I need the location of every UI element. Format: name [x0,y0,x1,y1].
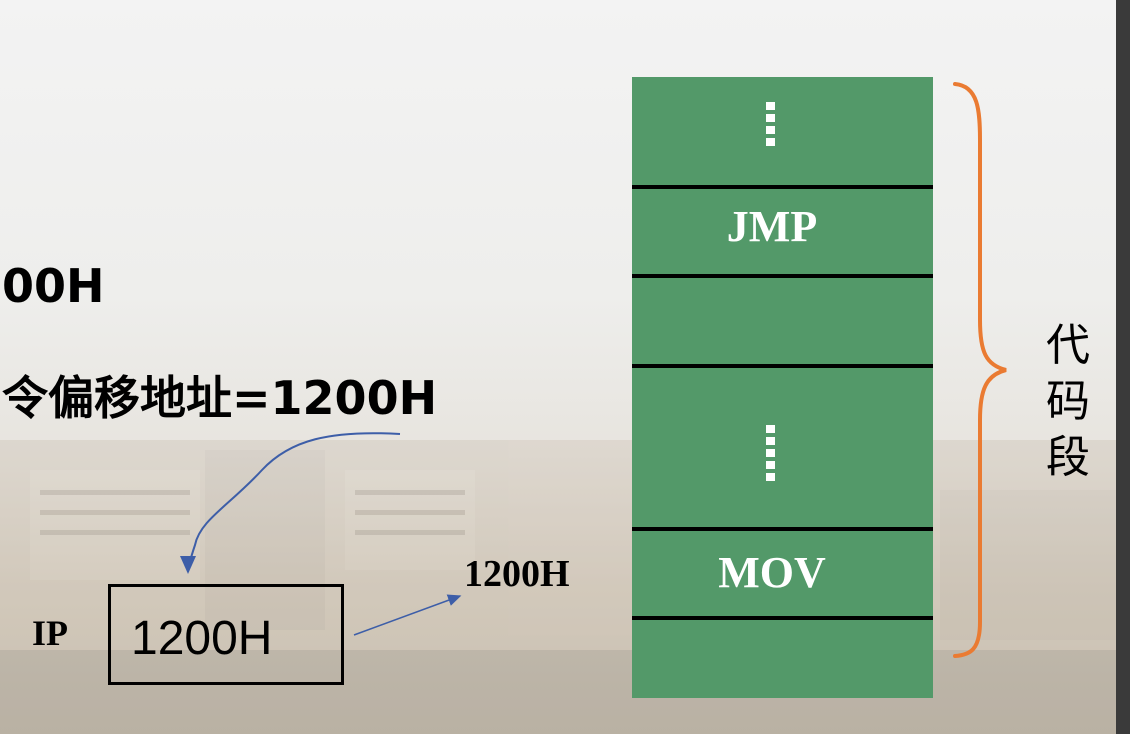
memory-cell-jmp: JMP [726,202,818,251]
target-address-label: 1200H [464,553,570,595]
window-edge [1116,0,1130,734]
memory-divider [632,274,933,278]
memory-divider [632,185,933,189]
memory-ellipsis-middle [762,425,778,485]
address-text-line2: 令偏移地址=1200H [2,371,438,425]
memory-code-segment: JMP MOV [632,77,933,698]
ip-register-value: 1200H [131,612,273,665]
ip-register-label: IP [32,613,68,653]
memory-divider [632,616,933,620]
memory-cell-mov: MOV [718,548,826,597]
memory-ellipsis-top [762,102,778,150]
ip-register-box: 1200H [108,584,344,685]
address-text-line1: 00H [2,259,105,313]
code-segment-label: 代码段 [1046,320,1090,483]
memory-divider [632,527,933,531]
memory-divider [632,364,933,368]
